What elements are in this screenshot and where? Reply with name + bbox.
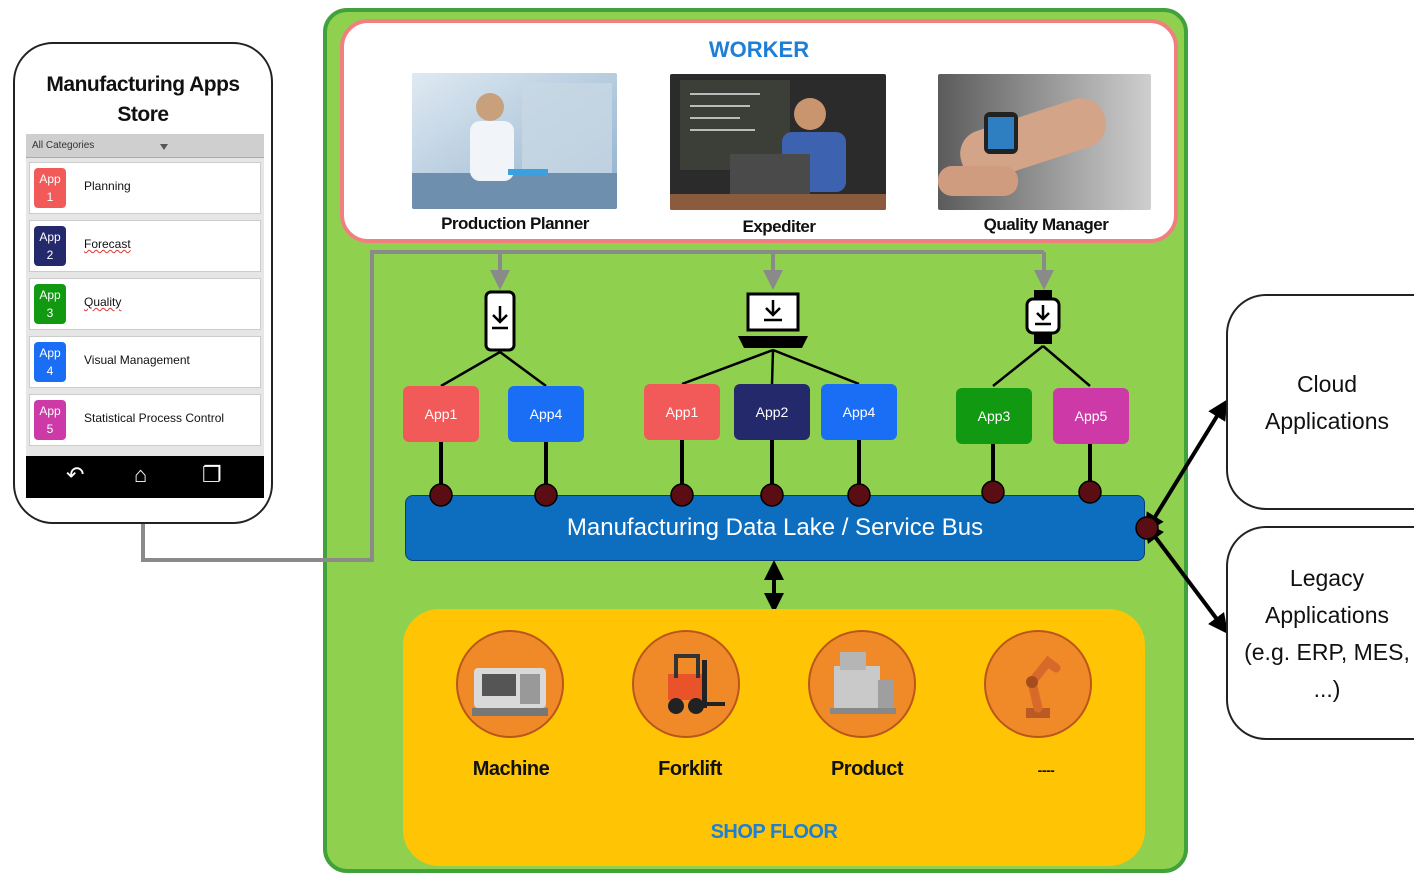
app-list-item[interactable]: App 1 Planning — [29, 162, 261, 214]
laptop-icon — [738, 292, 808, 348]
app-badge: App 3 — [34, 284, 66, 324]
app-box: App1 — [644, 384, 720, 440]
app-box: App4 — [821, 384, 897, 440]
home-icon[interactable]: ⌂ — [134, 462, 148, 487]
app-box: App4 — [508, 386, 584, 442]
category-select-label: All Categories — [32, 140, 95, 151]
bus-connector-dot — [847, 483, 871, 507]
app-list-label: Statistical Process Control — [84, 411, 225, 425]
bus-connector-dot — [670, 483, 694, 507]
legacy-applications-box: Legacy Applications (e.g. ERP, MES, ...) — [1226, 526, 1414, 740]
worker-title: WORKER — [708, 37, 810, 62]
role-label: Quality Manager — [983, 215, 1109, 234]
bus-connector-dot — [981, 480, 1005, 504]
dropdown-arrow-icon — [160, 144, 168, 150]
smartphone-icon — [484, 290, 516, 352]
smartwatch-icon — [1025, 290, 1061, 344]
app-badge: App 1 — [34, 168, 66, 208]
role-label: Expediter — [742, 217, 816, 236]
product-icon — [808, 630, 916, 738]
app-list-item[interactable]: App 4 Visual Management — [29, 336, 261, 388]
app-list-item[interactable]: App 2 Forecast — [29, 220, 261, 272]
app-box: App1 — [403, 386, 479, 442]
shop-item-label: Machine — [472, 758, 550, 780]
app-box: App3 — [956, 388, 1032, 444]
app-list-label: Quality — [84, 295, 122, 309]
cloud-applications-box: Cloud Applications — [1226, 294, 1414, 510]
apps-store-phone: Manufacturing Apps Store All Categories … — [13, 42, 273, 524]
legacy-arrow — [1144, 522, 1228, 634]
category-select[interactable]: All Categories — [26, 134, 264, 158]
expediter-illustration — [670, 74, 886, 210]
app-list-item[interactable]: App 3 Quality — [29, 278, 261, 330]
production-planner-illustration — [412, 73, 617, 209]
bus-connector-dot — [760, 483, 784, 507]
app-badge: App 5 — [34, 400, 66, 440]
bus-connector-dot — [1135, 516, 1159, 540]
recent-apps-icon[interactable]: ❐ — [202, 462, 222, 487]
cloud-arrow — [1144, 399, 1228, 534]
app-box: App5 — [1053, 388, 1129, 444]
role-label: Production Planner — [441, 214, 589, 233]
apps-store-title: Manufacturing Apps Store — [46, 73, 240, 126]
robot-arm-icon — [984, 630, 1092, 738]
shop-item-label: Forklift — [658, 758, 722, 780]
app-list-label: Forecast — [84, 237, 131, 251]
app-badge: App 4 — [34, 342, 66, 382]
bus-connector-dot — [1078, 480, 1102, 504]
app-list-label: Planning — [84, 179, 131, 193]
shop-item-label: ---- — [1037, 762, 1055, 778]
bus-connector-dot — [429, 483, 453, 507]
quality-manager-illustration — [938, 74, 1151, 210]
expediter-photo — [670, 74, 886, 210]
shop-floor-title: SHOP FLOOR — [710, 821, 838, 843]
production-planner-photo — [412, 73, 617, 209]
app-box: App2 — [734, 384, 810, 440]
forklift-icon — [632, 630, 740, 738]
app-list-item[interactable]: App 5 Statistical Process Control — [29, 394, 261, 446]
machine-icon — [456, 630, 564, 738]
app-badge: App 2 — [34, 226, 66, 266]
app-list-label: Visual Management — [84, 353, 190, 367]
bus-connector-dot — [534, 483, 558, 507]
shop-item-label: Product — [830, 758, 904, 780]
phone-nav-bar: ↶ ⌂ ❐ — [26, 456, 264, 498]
phone-screen: All Categories App 1 Planning App 2 Fore… — [26, 134, 264, 498]
quality-manager-photo — [938, 74, 1151, 210]
app-store-distribution-line — [141, 250, 1044, 562]
back-icon[interactable]: ↶ — [66, 462, 85, 487]
